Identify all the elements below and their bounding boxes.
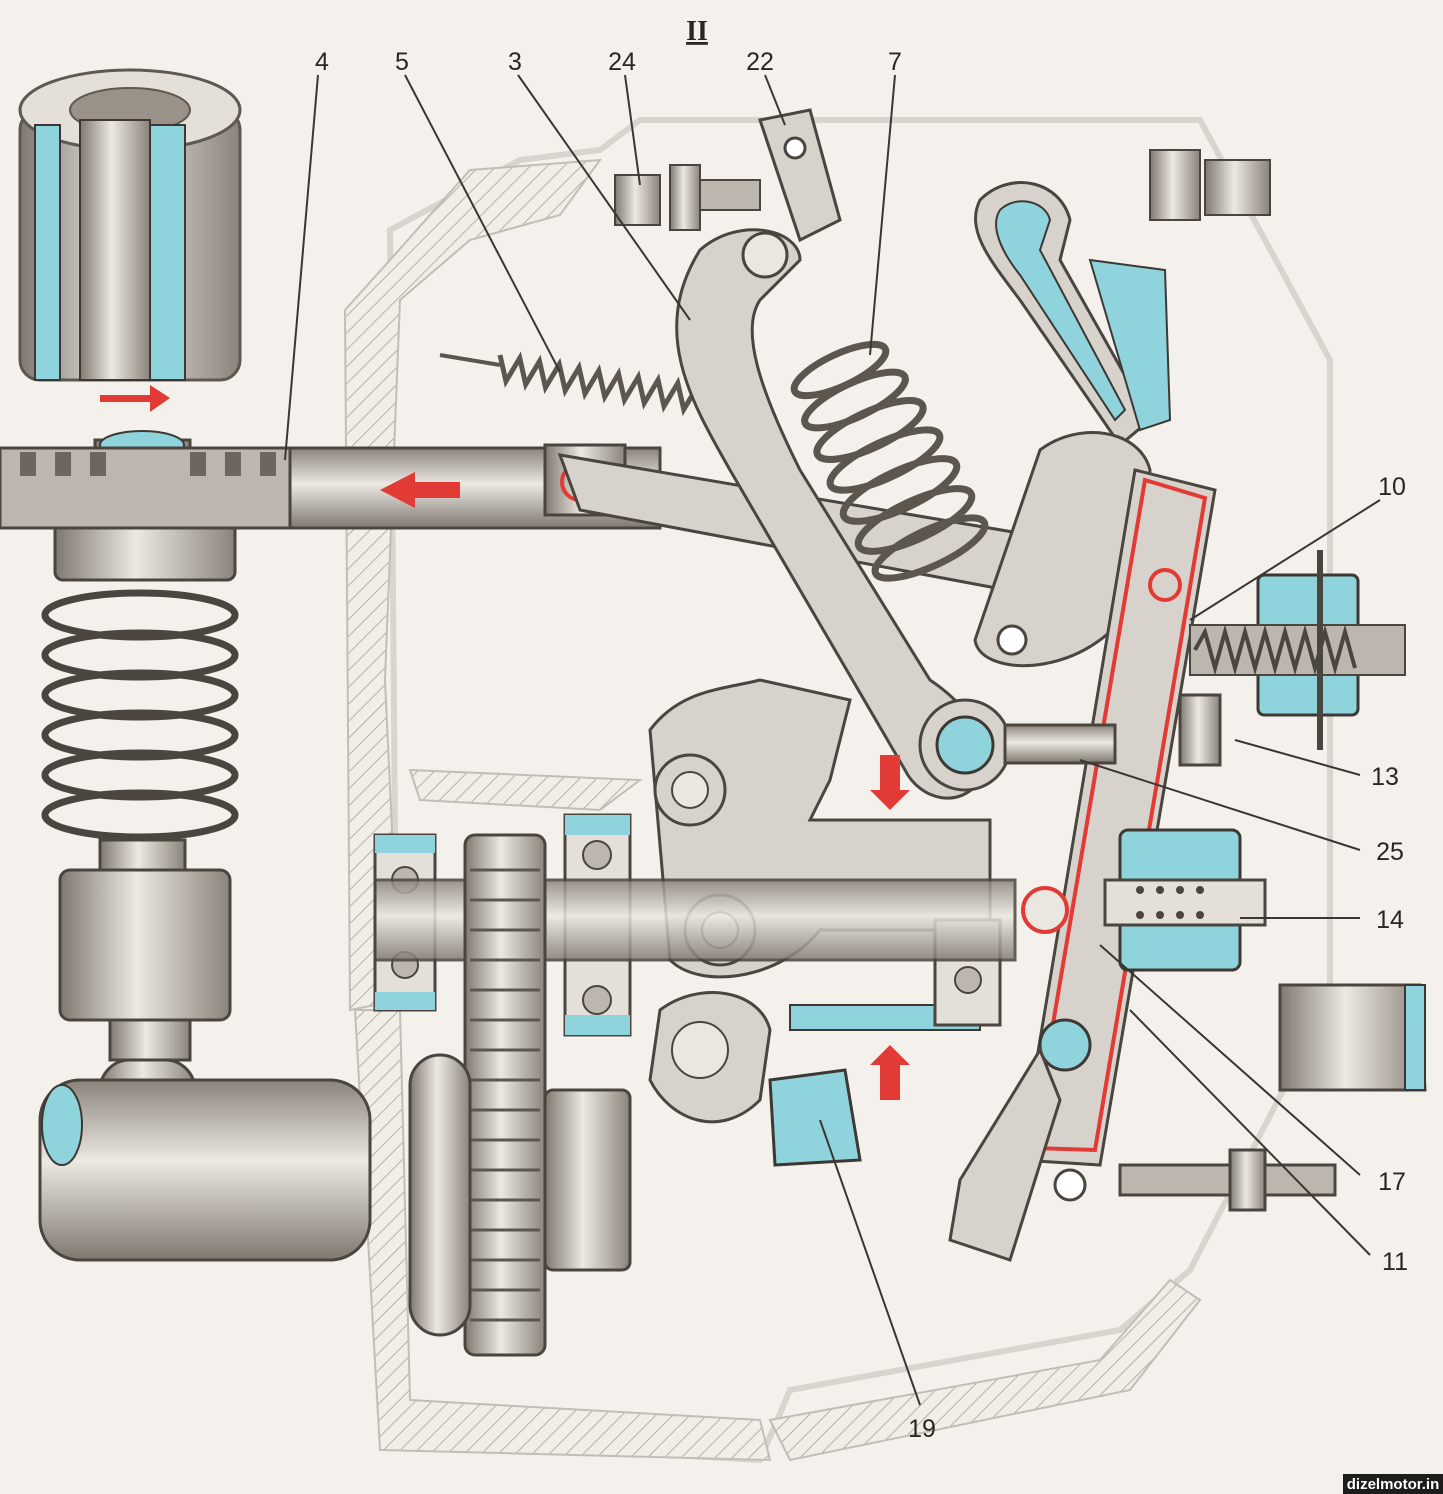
bumper-spring-plug (1103, 828, 1267, 972)
governor-spring (790, 340, 989, 582)
callout-3: 3 (508, 48, 522, 76)
speed-lever-hole (783, 136, 807, 160)
callout-22: 22 (746, 48, 774, 76)
watermark-bg (1343, 1474, 1443, 1494)
callout-25: 25 (1376, 838, 1404, 866)
drive-gear (408, 833, 632, 1357)
pivot-pin (918, 693, 1222, 792)
callout-24: 24 (608, 48, 636, 76)
section-mark: II (686, 16, 708, 47)
control-rack (0, 443, 662, 530)
full-load-stop-bolt (1118, 1148, 1337, 1212)
flyweight-carrier (768, 1068, 862, 1167)
callout-10: 10 (1378, 473, 1406, 501)
speed-control-lever (758, 108, 842, 243)
callout-7: 7 (888, 48, 902, 76)
lever-pivot (741, 231, 789, 279)
upper-bell-crank (973, 181, 1172, 668)
fulcrum-lever (948, 468, 1217, 1262)
callout-14: 14 (1376, 906, 1404, 934)
callout-19: 19 (908, 1415, 936, 1443)
callout-17: 17 (1378, 1168, 1406, 1196)
start-spring (439, 351, 700, 417)
stop-lever-edge (1404, 984, 1426, 1091)
callout-13: 13 (1371, 763, 1399, 791)
callout-5: 5 (395, 48, 409, 76)
stop-lever (1278, 983, 1427, 1092)
callout-4: 4 (315, 48, 329, 76)
idle-spring-housing (1189, 550, 1406, 750)
adjusting-bolts (614, 149, 1271, 231)
callout-11: 11 (1382, 1248, 1408, 1276)
plunger-sleeve-cutaway (18, 68, 242, 412)
watermark: dizelmotor.in (1347, 1476, 1440, 1493)
leader-lines (284, 74, 1381, 1406)
